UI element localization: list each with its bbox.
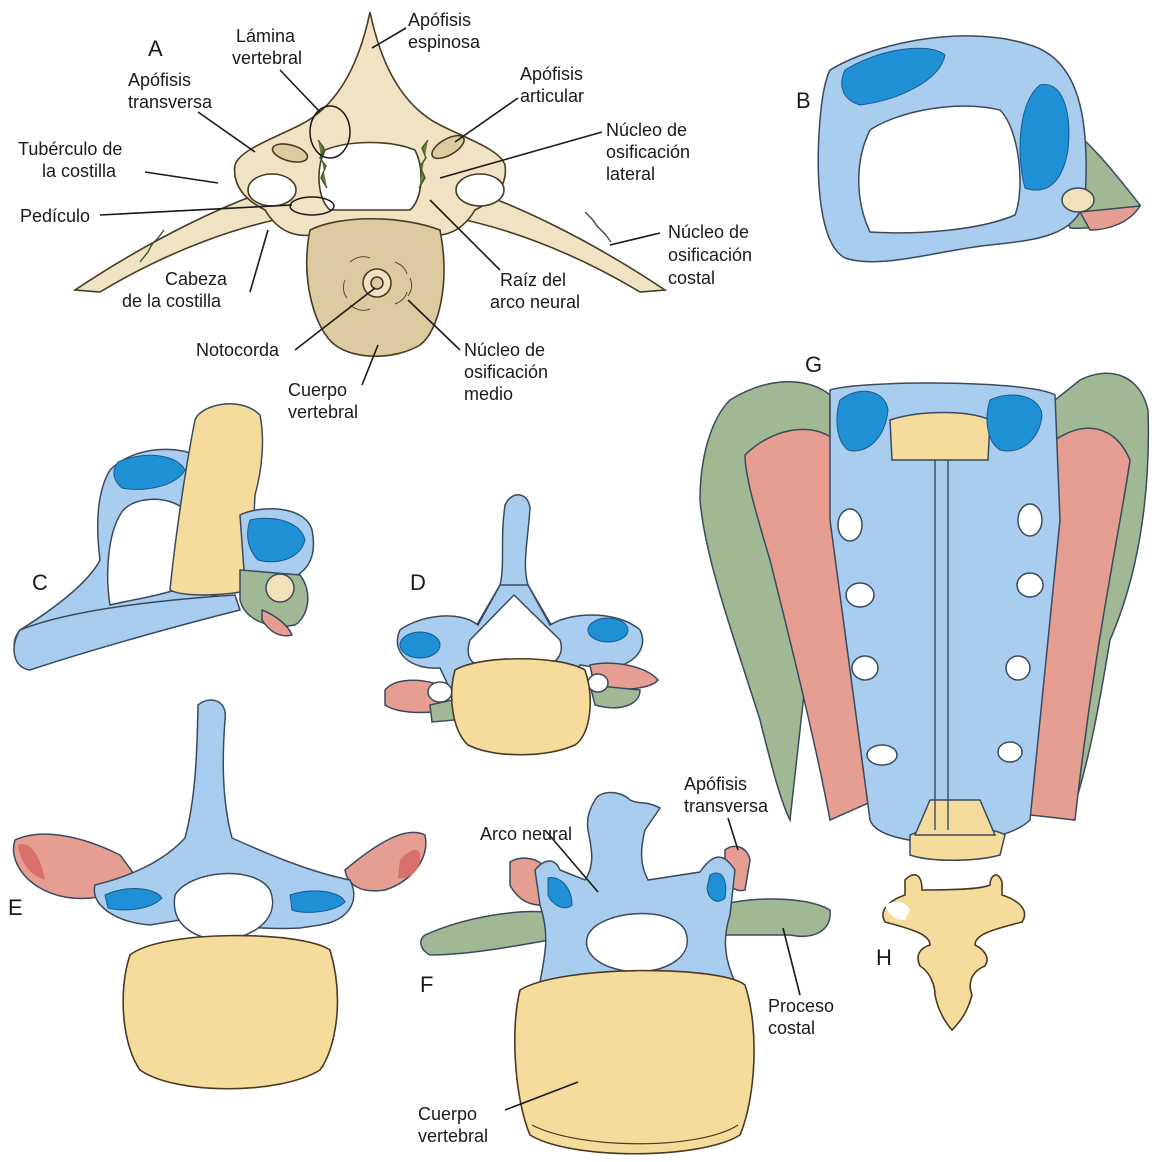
label-lamina-2: vertebral xyxy=(232,48,302,68)
label-cuerpo-f-1: Cuerpo xyxy=(418,1104,477,1124)
atlas-canal xyxy=(859,106,1020,233)
label-raiz-1: Raíz del xyxy=(500,270,566,290)
panel-letter-g: G xyxy=(805,352,822,377)
label-cuerpo-a-1: Cuerpo xyxy=(288,380,347,400)
label-proceso-costal-1: Proceso xyxy=(768,996,834,1016)
coccyx xyxy=(883,875,1025,1030)
label-pediculo: Pedículo xyxy=(20,206,90,226)
panel-h-coccyx xyxy=(883,875,1025,1030)
label-apofisis-articular-2: articular xyxy=(520,86,584,106)
label-apofisis-transversa-f-1: Apófisis xyxy=(684,774,747,794)
label-nucleo-costal-3: costal xyxy=(668,268,715,288)
label-cabeza-2: de la costilla xyxy=(122,291,222,311)
label-proceso-costal-2: costal xyxy=(768,1018,815,1038)
panel-letter-f: F xyxy=(420,972,433,997)
label-nucleo-lateral-3: lateral xyxy=(606,164,655,184)
label-arco-neural: Arco neural xyxy=(480,824,572,844)
vertebral-canal-a xyxy=(319,143,421,211)
leader-cabeza xyxy=(250,230,268,292)
label-apofisis-espinosa-1: Apófisis xyxy=(408,10,471,30)
panel-e-thoracic xyxy=(14,700,426,1089)
label-apofisis-transversa-a-1: Apófisis xyxy=(128,70,191,90)
panel-d-cervical xyxy=(385,495,658,755)
label-lamina-1: Lámina xyxy=(236,26,296,46)
sacrum-top-cartilage xyxy=(890,413,990,461)
label-notocorda: Notocorda xyxy=(196,340,280,360)
lumbar-costal-left xyxy=(421,912,550,955)
label-tuberculo-1: Tubérculo de xyxy=(18,139,122,159)
cervical-facet-left xyxy=(400,632,440,658)
panel-f-lumbar xyxy=(421,793,830,1154)
label-nucleo-medio-2: osificación xyxy=(464,362,548,382)
thoracic-canal xyxy=(174,874,272,940)
label-apofisis-articular-1: Apófisis xyxy=(520,64,583,84)
panel-g-sacrum xyxy=(700,373,1148,860)
lumbar-canal xyxy=(587,914,688,972)
cervical-canal xyxy=(468,595,561,668)
lumbar-costal-right xyxy=(720,899,830,936)
label-nucleo-costal-2: osificación xyxy=(668,245,752,265)
cervical-foramen-left xyxy=(428,682,452,702)
cervical-foramen-right xyxy=(588,674,608,692)
label-cuerpo-f-2: vertebral xyxy=(418,1126,488,1146)
sacrum-bottom-cartilage xyxy=(915,800,995,835)
label-nucleo-lateral-1: Núcleo de xyxy=(606,120,687,140)
label-cabeza-1: Cabeza xyxy=(165,269,228,289)
label-tuberculo-2: la costilla xyxy=(42,161,117,181)
cervical-body xyxy=(452,659,591,755)
label-nucleo-medio-1: Núcleo de xyxy=(464,340,545,360)
left-costotransverse-foramen xyxy=(248,174,296,206)
leader-transversa-f xyxy=(728,818,738,850)
right-costotransverse-foramen xyxy=(456,174,504,206)
panel-letter-b: B xyxy=(796,88,811,113)
axis-transverse-foramen xyxy=(266,574,294,602)
thoracic-body xyxy=(123,936,337,1089)
panel-b-atlas xyxy=(818,36,1140,262)
notochord-core xyxy=(371,277,383,289)
label-apofisis-transversa-a-2: transversa xyxy=(128,92,213,112)
atlas-transverse-foramen xyxy=(1062,188,1094,212)
panel-letter-c: C xyxy=(32,570,48,595)
axis-inferior-process xyxy=(14,595,240,670)
leader-transversa xyxy=(198,112,255,152)
label-nucleo-lateral-2: osificación xyxy=(606,142,690,162)
lumbar-body xyxy=(515,971,754,1154)
label-apofisis-transversa-f-2: transversa xyxy=(684,796,769,816)
cervical-facet-right xyxy=(588,618,628,642)
lumbar-facet-right xyxy=(707,873,726,901)
leader-lamina xyxy=(280,70,320,112)
panel-c-axis xyxy=(14,404,313,670)
label-nucleo-costal-1: Núcleo de xyxy=(668,222,749,242)
leader-proceso-costal xyxy=(783,928,800,995)
label-apofisis-espinosa-2: espinosa xyxy=(408,32,481,52)
panel-letter-h: H xyxy=(876,945,892,970)
label-nucleo-medio-3: medio xyxy=(464,384,513,404)
panel-letter-a: A xyxy=(148,36,163,61)
leader-nucleo-costal xyxy=(610,233,660,245)
label-cuerpo-a-2: vertebral xyxy=(288,402,358,422)
label-raiz-2: arco neural xyxy=(490,292,580,312)
leader-articular xyxy=(455,98,518,142)
panel-letter-e: E xyxy=(8,895,23,920)
panel-letter-d: D xyxy=(410,570,426,595)
leader-tuberculo xyxy=(145,172,218,183)
